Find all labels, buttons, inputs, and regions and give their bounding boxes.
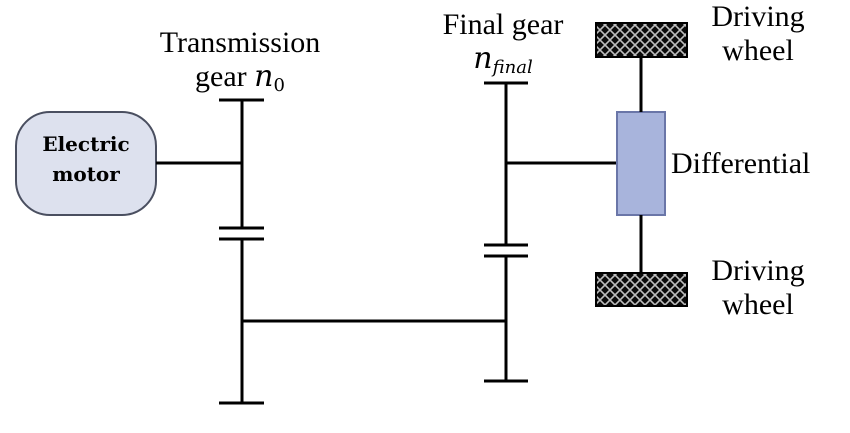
final-gear-label: Final gear nfinal: [418, 8, 588, 85]
transmission-ratio-symbol: n0: [254, 59, 285, 97]
wheel-bottom-label-line-1: Driving: [711, 254, 805, 287]
driving-wheel-top: [595, 22, 688, 58]
motor-label-line-1: Electric: [42, 132, 130, 156]
differential-block: [616, 111, 666, 216]
final-gear-label-line-1: Final gear: [442, 8, 564, 41]
final-ratio-symbol: nfinal: [473, 41, 533, 79]
driving-wheel-bottom: [595, 272, 688, 307]
final-subscript: final: [492, 57, 533, 78]
motor-label-line-2: motor: [52, 162, 120, 186]
differential-label: Differential: [671, 147, 811, 180]
electric-motor-label: Electric motor: [16, 129, 156, 189]
transmission-label-line-1: Transmission: [159, 26, 321, 59]
transmission-gear-label: Transmission gear n0: [140, 26, 340, 103]
driving-wheel-bottom-label: Driving wheel: [693, 254, 823, 322]
final-gear-label-line-2: nfinal: [418, 42, 588, 85]
transmission-label-line-2: gear n0: [140, 60, 340, 103]
wheel-top-label-line-2: wheel: [722, 34, 794, 67]
transmission-symbol-n: n: [254, 59, 274, 94]
transmission-label-word: gear: [195, 60, 247, 93]
wheel-bottom-label-line-2: wheel: [722, 288, 794, 321]
transmission-subscript: 0: [273, 75, 285, 96]
driving-wheel-top-label: Driving wheel: [693, 0, 823, 68]
wheel-top-label-line-1: Driving: [711, 0, 805, 33]
final-symbol-n: n: [473, 41, 493, 76]
